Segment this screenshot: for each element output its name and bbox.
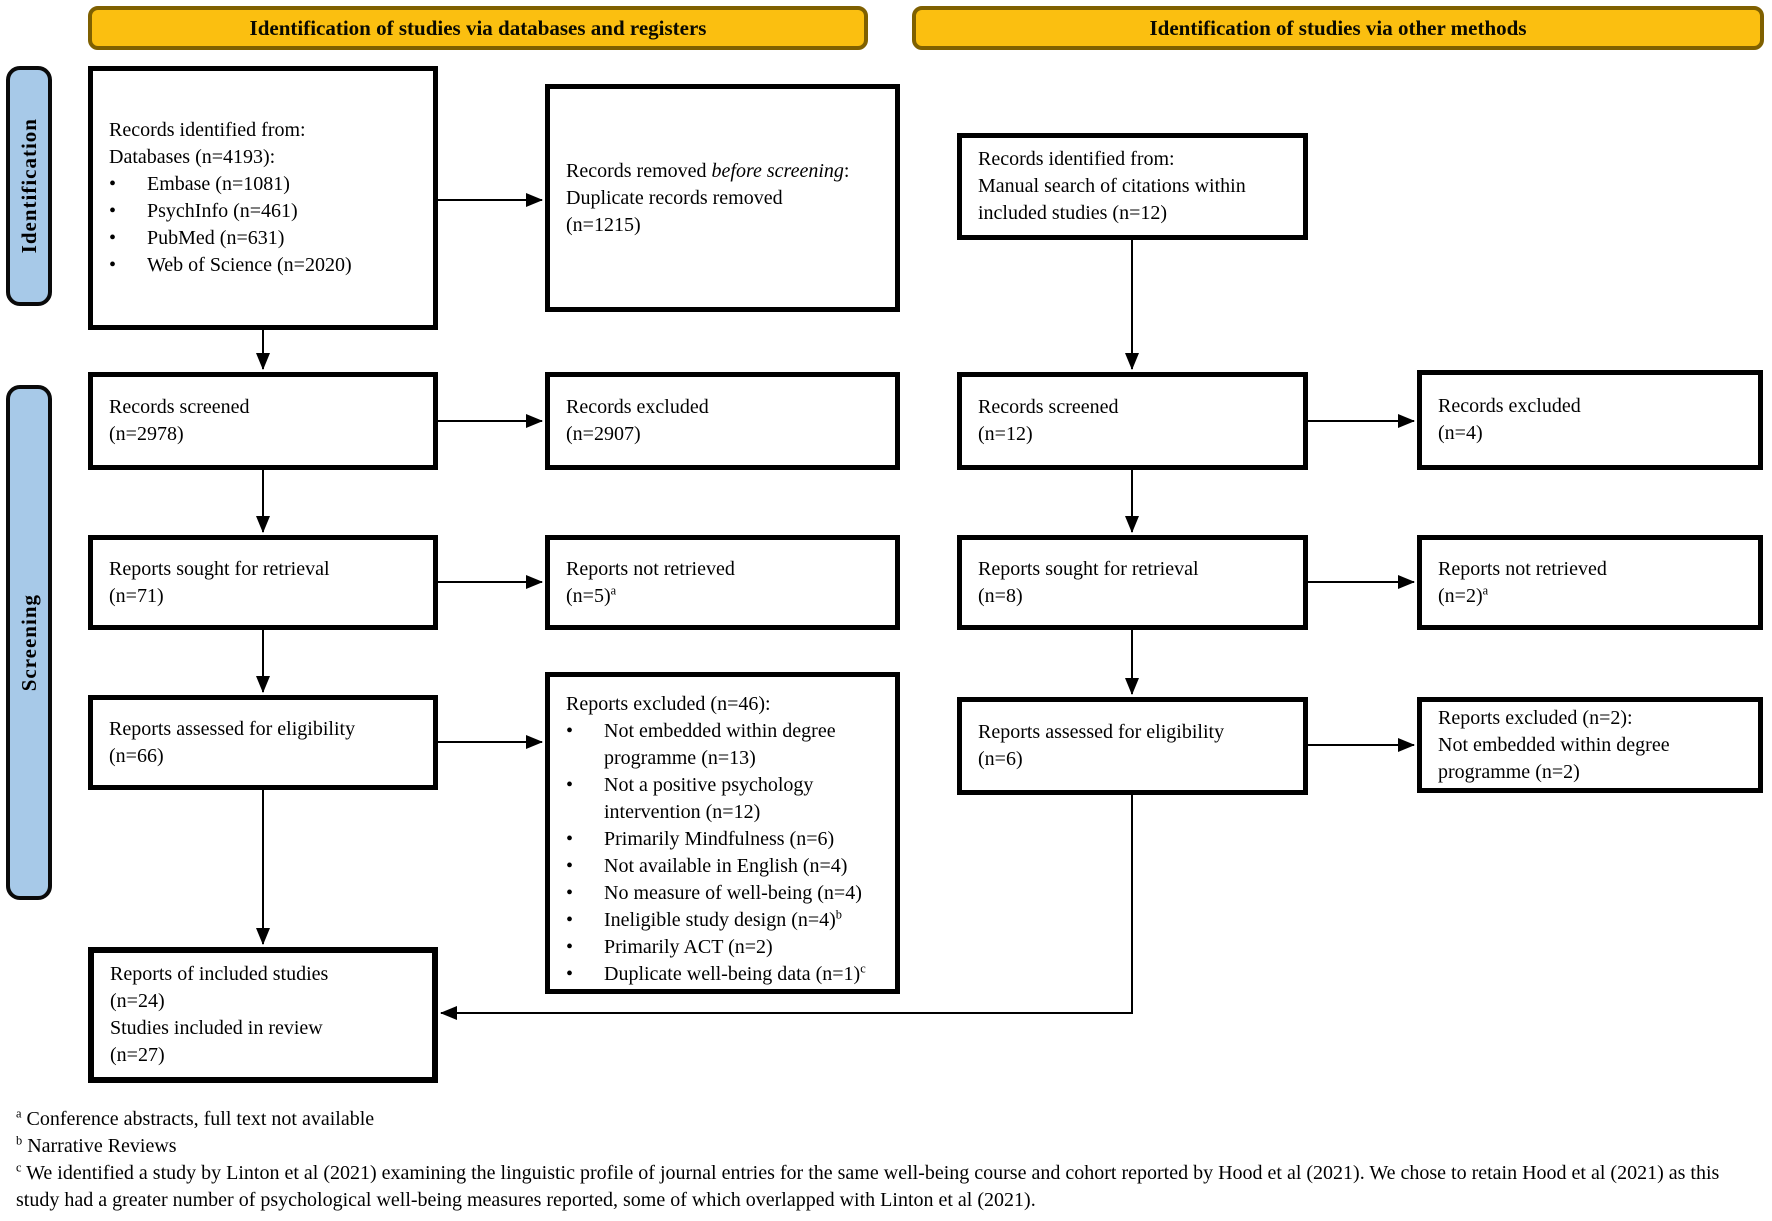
box-records-identified-databases: Records identified from: Databases (n=41… <box>88 66 438 330</box>
bullet-dot: • <box>109 200 117 222</box>
box-line: Manual search of citations within <box>978 175 1246 197</box>
box-included-studies: Reports of included studies (n=24) Studi… <box>88 947 438 1083</box>
bullet-item: •PubMed (n=631) <box>109 225 423 252</box>
bullet-dot: • <box>566 855 574 877</box>
box-line: Not embedded within degree <box>1438 733 1670 756</box>
box-line: Records screened <box>109 396 250 418</box>
bullet-dot: • <box>566 828 574 850</box>
box-line: (n=1215) <box>566 213 641 236</box>
box-records-identified-manual: Records identified from: Manual search o… <box>957 133 1308 240</box>
box-line: Records removed before screening: <box>566 159 850 182</box>
box-line: (n=8) <box>978 584 1023 607</box>
exclusion-bullet-list: •Not embedded within degree programme (n… <box>566 718 885 988</box>
box-line: (n=6) <box>978 748 1023 770</box>
box-records-removed-before-screening: Records removed before screening: Duplic… <box>545 84 900 312</box>
box-line: (n=27) <box>110 1044 165 1066</box>
box-line: Studies included in review <box>110 1017 323 1039</box>
bullet-item: •Primarily ACT (n=2) <box>566 934 885 961</box>
bullet-item: •Primarily Mindfulness (n=6) <box>566 826 885 853</box>
bullet-item: •Web of Science (n=2020) <box>109 252 423 279</box>
box-reports-excluded-databases: Reports excluded (n=46): •Not embedded w… <box>545 672 900 994</box>
banner-databases-registers: Identification of studies via databases … <box>88 6 868 50</box>
box-line: programme (n=2) <box>1438 760 1580 783</box>
box-line: Records screened <box>978 396 1119 418</box>
bullet-dot: • <box>109 173 117 195</box>
phase-identification: Identification <box>6 66 52 306</box>
box-line: (n=71) <box>109 584 164 607</box>
box-line: (n=24) <box>110 990 165 1012</box>
bullet-item: •Embase (n=1081) <box>109 171 423 198</box>
phase-screening-label: Screening <box>16 593 41 692</box>
box-line: Reports not retrieved <box>1438 557 1607 580</box>
box-line: included studies (n=12) <box>978 202 1168 224</box>
bullet-dot: • <box>566 720 574 742</box>
box-reports-assessed-databases: Reports assessed for eligibility (n=66) <box>88 695 438 790</box>
bullet-dot: • <box>566 936 574 958</box>
bullet-dot: • <box>566 909 574 931</box>
box-line: Reports assessed for eligibility <box>978 721 1225 743</box>
bullet-dot: • <box>566 963 574 985</box>
bullet-item: •Not embedded within degree programme (n… <box>566 718 885 772</box>
box-line: Databases (n=4193): <box>109 146 276 168</box>
box-line: (n=4) <box>1438 422 1483 444</box>
box-line: Reports sought for retrieval <box>109 557 330 580</box>
box-line: Reports of included studies <box>110 963 329 985</box>
box-line: (n=2907) <box>566 423 641 445</box>
box-line: (n=2)a <box>1438 582 1489 607</box>
bullet-dot: • <box>109 227 117 249</box>
box-reports-not-retrieved-other: Reports not retrieved (n=2)a <box>1417 535 1763 630</box>
banner-right-title: Identification of studies via other meth… <box>1149 15 1527 40</box>
box-line: Records excluded <box>1438 395 1581 417</box>
bullet-dot: • <box>109 254 117 276</box>
box-line: Reports assessed for eligibility <box>109 717 356 740</box>
bullet-item: •Ineligible study design (n=4)b <box>566 907 885 934</box>
bullet-item: •PsychInfo (n=461) <box>109 198 423 225</box>
box-records-excluded-other: Records excluded (n=4) <box>1417 370 1763 470</box>
bullet-item: •Duplicate well-being data (n=1)c <box>566 961 885 988</box>
phase-screening: Screening <box>6 385 52 900</box>
box-reports-sought-other: Reports sought for retrieval (n=8) <box>957 535 1308 630</box>
footnotes: a Conference abstracts, full text not av… <box>16 1106 1766 1214</box>
box-line: (n=2978) <box>109 423 184 445</box>
bullet-item: •Not a positive psychology intervention … <box>566 772 885 826</box>
bullet-item: •No measure of well-being (n=4) <box>566 880 885 907</box>
box-reports-sought-databases: Reports sought for retrieval (n=71) <box>88 535 438 630</box>
box-line: Reports excluded (n=2): <box>1438 706 1633 729</box>
box-reports-not-retrieved-databases: Reports not retrieved (n=5)a <box>545 535 900 630</box>
box-reports-excluded-other: Reports excluded (n=2): Not embedded wit… <box>1417 697 1763 793</box>
box-line: Reports sought for retrieval <box>978 557 1199 580</box>
phase-identification-label: Identification <box>16 118 41 254</box>
database-bullet-list: •Embase (n=1081) •PsychInfo (n=461) •Pub… <box>109 171 423 279</box>
box-records-screened-databases: Records screened (n=2978) <box>88 372 438 470</box>
box-line: (n=66) <box>109 744 164 767</box>
box-line: Records excluded <box>566 396 709 418</box>
box-reports-assessed-other: Reports assessed for eligibility (n=6) <box>957 697 1308 795</box>
bullet-dot: • <box>566 774 574 796</box>
banner-other-methods: Identification of studies via other meth… <box>912 6 1764 50</box>
footnote-c: c We identified a study by Linton et al … <box>16 1160 1720 1211</box>
bullet-dot: • <box>566 882 574 904</box>
box-line: Reports excluded (n=46): <box>566 693 771 715</box>
footnote-a: a Conference abstracts, full text not av… <box>16 1106 375 1130</box>
box-line: (n=12) <box>978 423 1033 445</box>
box-records-screened-other: Records screened (n=12) <box>957 372 1308 470</box>
box-line: (n=5)a <box>566 582 617 607</box>
box-records-excluded-databases: Records excluded (n=2907) <box>545 372 900 470</box>
box-line: Duplicate records removed <box>566 186 783 209</box>
box-line: Records identified from: <box>109 119 306 141</box>
bullet-item: •Not available in English (n=4) <box>566 853 885 880</box>
box-line: Records identified from: <box>978 148 1175 170</box>
footnote-b: b Narrative Reviews <box>16 1133 177 1157</box>
box-line: Reports not retrieved <box>566 557 735 580</box>
banner-left-title: Identification of studies via databases … <box>249 15 707 40</box>
